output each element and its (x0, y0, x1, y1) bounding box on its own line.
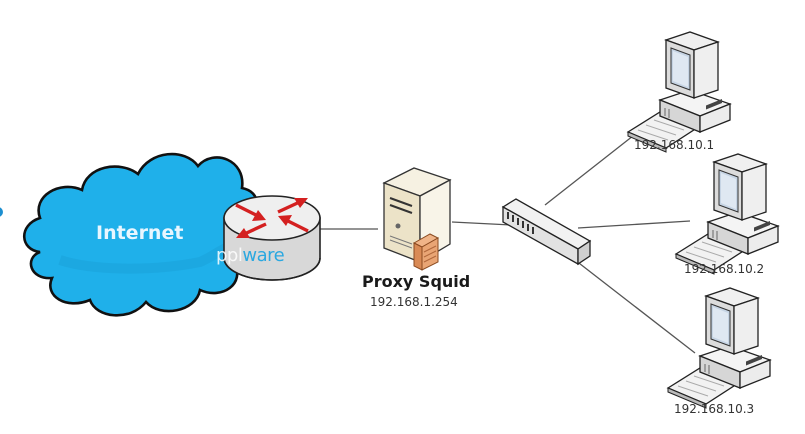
client-pc-icon-2 (675, 153, 779, 275)
client-3-ip-label: 192.168.10.3 (674, 402, 755, 416)
client-pc-icon-1 (627, 31, 731, 153)
router-watermark-logo: pplware (216, 245, 285, 266)
proxy-name-label: Proxy Squid (362, 272, 471, 291)
edge-dot (0, 207, 3, 217)
watermark-suffix: ware (242, 245, 285, 266)
client-1-ip-label: 192.168.10.1 (634, 138, 715, 152)
watermark-prefix: ppl (216, 245, 243, 266)
client-2-ip-label: 192.168.10.2 (684, 262, 765, 276)
link-switch-client-3 (574, 259, 696, 354)
internet-label: Internet (96, 222, 184, 244)
proxy-server-icon (382, 167, 452, 271)
router-icon (223, 195, 321, 281)
switch-icon (501, 198, 592, 266)
link-switch-client-2 (577, 220, 691, 229)
link-proxy-switch (451, 221, 513, 226)
client-pc-icon-3 (667, 287, 771, 409)
proxy-ip-label: 192.168.1.254 (370, 295, 458, 309)
